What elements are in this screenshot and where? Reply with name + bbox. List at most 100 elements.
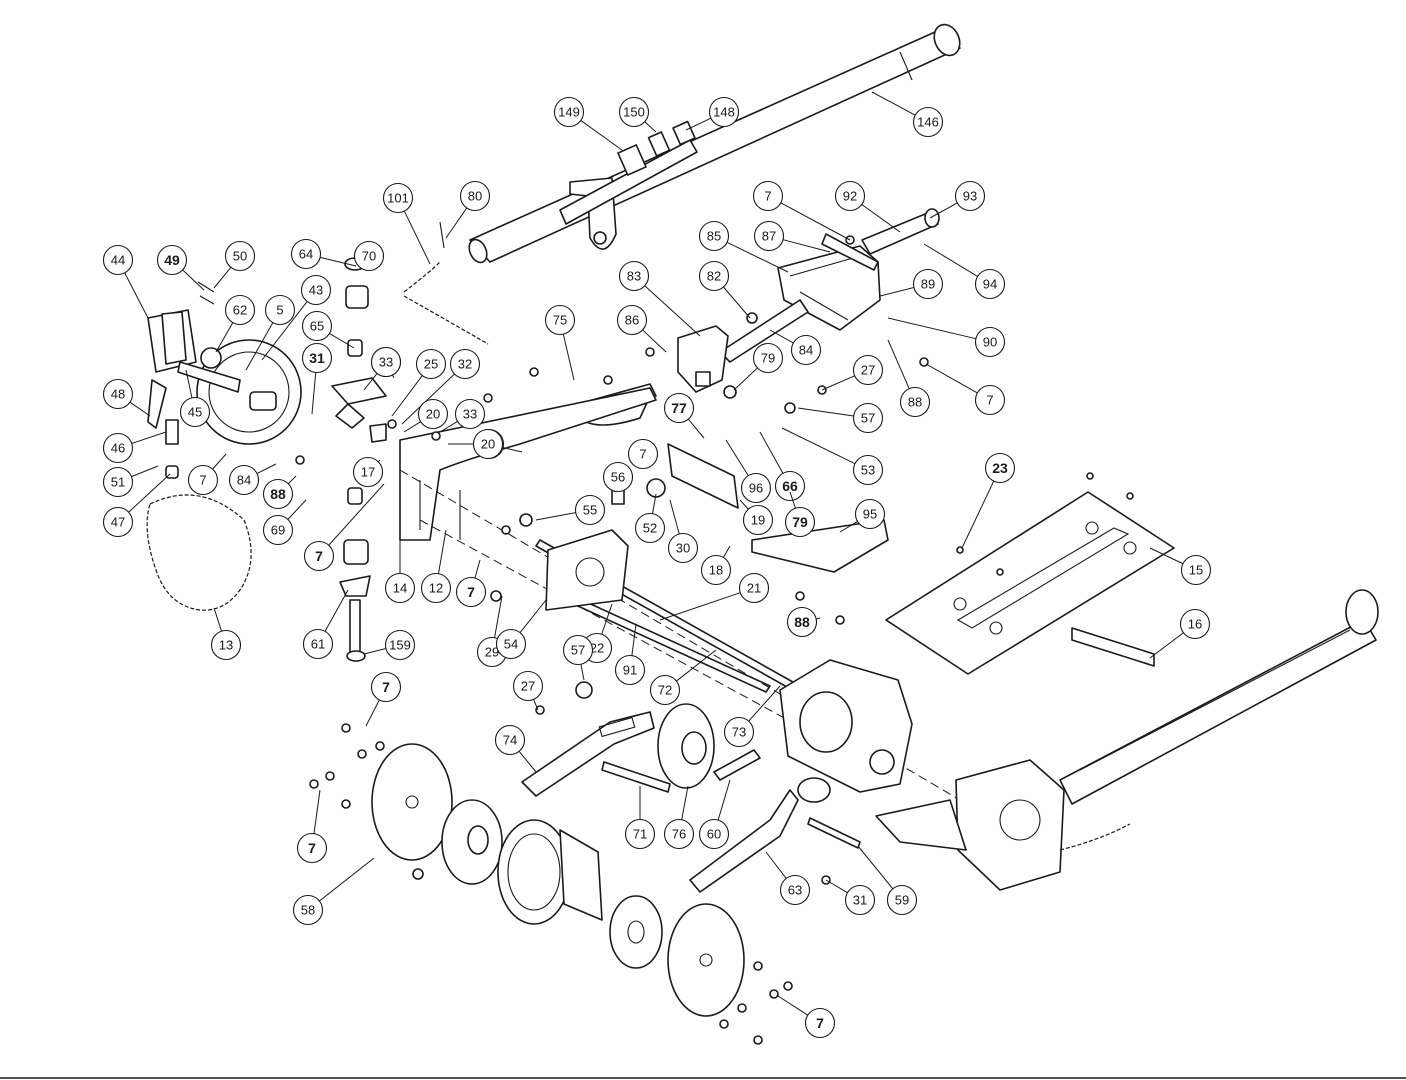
callout-circle [1180,554,1212,586]
callout-12: 12 [420,529,452,604]
callout-number: 23 [992,460,1008,476]
callout-number: 32 [458,357,472,372]
callout-number: 57 [571,643,585,658]
callout-leader [748,685,781,722]
callout-circle [698,220,730,252]
callout-circle [790,334,822,366]
callout-circle [852,354,884,386]
callout-number: 70 [362,249,376,264]
callout-number: 89 [921,277,935,292]
callout-circle [627,438,659,470]
callout-number: 57 [861,411,875,426]
callout-leader [580,120,623,151]
callout-circle [384,572,416,604]
callout-circle [156,244,188,276]
callout-33: 33 [370,346,402,379]
callout-circle [954,180,986,212]
callout-leader [725,439,749,476]
callout-leader [1149,632,1184,659]
callout-leader [519,599,547,633]
callout-circle [102,378,134,410]
plate-14 [545,529,629,611]
callout-number: 20 [426,407,440,422]
callout-number: 33 [379,355,393,370]
callout-27: 27 [821,354,884,391]
callout-leader [401,373,455,425]
callout-70: 70 [353,240,385,272]
callout-leader [759,431,784,474]
callout-leader [717,779,731,821]
callout-86: 86 [616,304,667,353]
callout-number: 7 [382,679,390,695]
callout-number: 53 [861,463,875,478]
clamp-assembly [559,120,698,250]
callout-number: 27 [861,363,875,378]
callout-circle [974,268,1006,300]
callout-circle [179,396,211,428]
callout-93: 93 [929,180,986,219]
base-plate-19 [885,491,1175,675]
callout-leader [780,202,851,241]
callout-number: 27 [521,679,535,694]
drum-58 [497,819,603,925]
callout-91: 91 [614,623,646,686]
callout-circle [784,506,816,538]
callout-44: 44 [102,244,149,319]
callout-leader [245,322,274,371]
callout-circle [614,654,646,686]
callout-number: 47 [111,515,125,530]
callout-number: 86 [625,313,639,328]
callout-29: 29 [476,595,508,668]
callout-circle [624,818,656,850]
callout-leader [781,427,856,465]
callout-circle [102,506,134,538]
callout-circle [740,472,772,504]
callout-95: 95 [839,498,886,533]
callout-30: 30 [667,499,699,564]
callout-leader [631,623,637,656]
callout-circle [663,392,695,424]
callout-circle [455,576,487,608]
callout-leader [329,332,355,349]
callout-92: 92 [834,180,901,233]
callout-leader [816,617,821,620]
callout-leader [562,334,575,381]
bracket-71 [689,789,799,893]
motor-housing [779,659,913,803]
callout-number: 84 [237,473,251,488]
callout-number: 76 [672,827,686,842]
callout-46: 46 [102,431,167,464]
callout-number: 92 [843,189,857,204]
callout-number: 56 [611,470,625,485]
callout-number: 31 [853,893,867,908]
callout-leader [129,401,151,417]
callout-leader [765,851,787,879]
callout-18: 18 [700,545,732,586]
callout-number: 79 [792,514,808,530]
callout-circle [984,452,1016,484]
callout-circle [352,456,384,488]
callout-96: 96 [725,439,772,504]
callout-65: 65 [301,310,355,349]
callout-leader [319,857,375,902]
callout-leader [871,91,916,116]
callout-leader [533,699,539,711]
callout-circle [302,628,334,660]
callout-leader [474,559,481,579]
callout-number: 21 [747,581,761,596]
callout-leader [256,463,277,474]
callout-79: 79 [784,491,816,538]
callout-number: 83 [627,269,641,284]
callout-circle [494,724,526,756]
callout-number: 13 [219,638,233,653]
callout-number: 48 [111,387,125,402]
callout-leader [128,473,171,513]
callout-94: 94 [923,243,1006,300]
spacer-stack [339,257,371,662]
callout-7: 7 [296,789,328,864]
callout-number: 80 [468,189,482,204]
callout-number: 94 [983,277,997,292]
callout-circle [974,384,1006,416]
callout-88: 88 [262,475,297,510]
callout-circle [616,304,648,336]
